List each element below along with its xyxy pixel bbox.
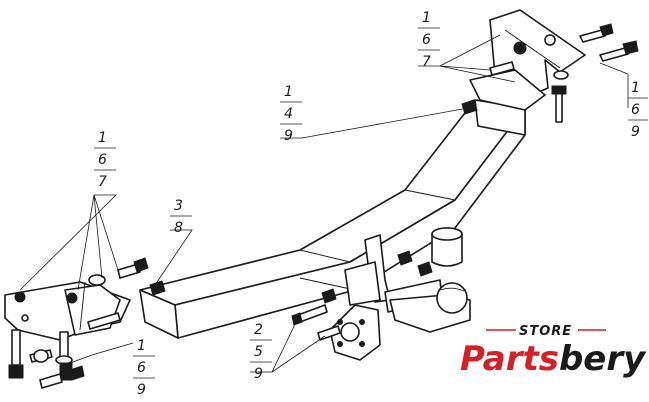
callout-label: 1 — [284, 84, 293, 100]
callout-label: 3 — [174, 198, 183, 214]
callout-label: 6 — [422, 32, 431, 48]
right-bolts — [461, 23, 639, 123]
callout-top-right-upper: 1 6 7 — [418, 10, 440, 70]
main-crossbeam — [139, 99, 526, 339]
callout-label: 1 — [631, 80, 640, 96]
callout-center-top: 1 4 9 — [280, 84, 302, 144]
callout-label: 1 — [98, 130, 107, 146]
callout-bottom-left: 1 6 9 — [133, 338, 155, 398]
callout-label: 6 — [137, 360, 146, 376]
callout-label: 5 — [254, 344, 263, 360]
right-bracket — [469, 9, 586, 111]
callout-label: 9 — [137, 382, 146, 398]
callout-labels: 1 6 7 1 6 9 1 4 9 1 6 7 3 — [94, 10, 648, 398]
leader-lines — [19, 34, 629, 373]
callout-label: 6 — [631, 102, 640, 118]
callout-left-mid: 3 8 — [170, 198, 192, 236]
callout-label: 7 — [98, 174, 107, 190]
callout-label: 6 — [98, 152, 107, 168]
logo-brand-parts: Partsbery — [460, 339, 647, 379]
callout-label: 9 — [631, 124, 640, 140]
callout-bottom-center: 2 5 9 — [250, 322, 272, 382]
callout-label: 2 — [254, 322, 263, 338]
mount-bolts — [291, 250, 433, 341]
callout-label: 1 — [137, 338, 146, 354]
callout-label: 8 — [174, 220, 183, 236]
ball-mount — [329, 234, 471, 361]
partsbery-logo: STORE Partsbery — [460, 324, 647, 379]
callout-label: 4 — [284, 106, 293, 122]
ball-cap — [431, 227, 463, 267]
left-bolts — [8, 257, 166, 389]
callout-top-right-side: 1 6 9 — [628, 80, 648, 140]
callout-label: 9 — [254, 366, 263, 382]
callout-label: 1 — [422, 10, 431, 26]
callout-label: 7 — [422, 54, 431, 70]
callout-left-bracket: 1 6 7 — [94, 130, 116, 190]
logo-store-text: STORE — [519, 324, 572, 339]
callout-label: 9 — [284, 128, 293, 144]
